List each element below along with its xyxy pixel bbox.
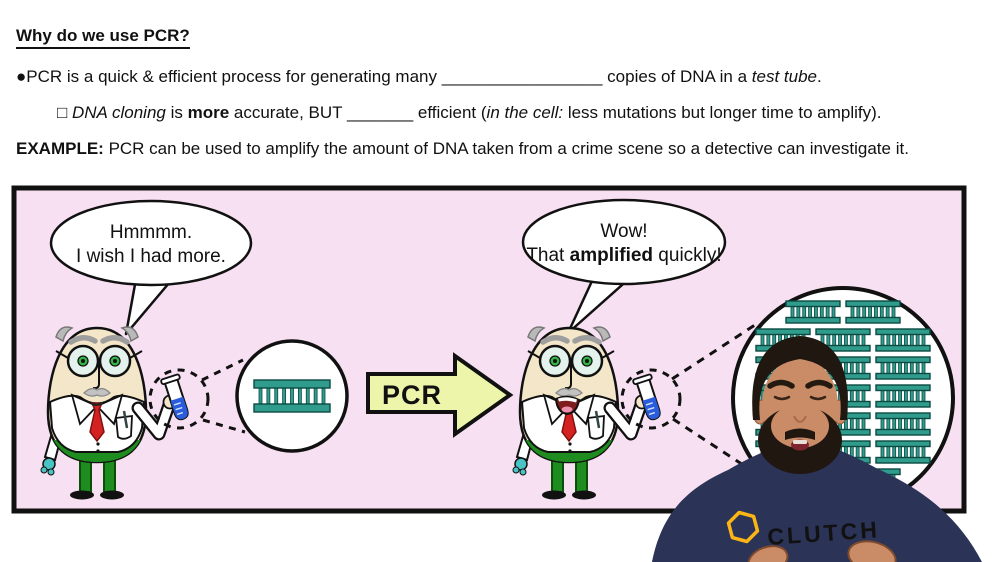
subbullet-line: □ DNA cloning is more accurate, BUT ____…: [57, 102, 882, 123]
dashed-connector: [672, 417, 761, 478]
subbullet-text1: is: [165, 103, 188, 122]
eyebrow: [68, 335, 98, 345]
hair-tuft: [55, 326, 74, 343]
teeth: [558, 397, 577, 403]
tongue: [561, 406, 573, 413]
bullet-italic: test tube: [751, 67, 817, 86]
arm: [133, 400, 174, 439]
square-bullet-icon: □: [57, 103, 72, 122]
pcr-arrow: PCR: [366, 352, 514, 438]
dna-fragment-icon: [845, 300, 901, 324]
glove-finger: [47, 468, 55, 476]
speech-ellipse: [49, 199, 253, 287]
example-label: EXAMPLE:: [16, 139, 104, 158]
coat-lapel: [95, 393, 124, 426]
closed-eye: [809, 395, 827, 401]
bullet-icon: ●: [16, 67, 27, 86]
speech-right-line2: That amplified quickly!: [526, 245, 721, 266]
dna-fragment-icon: [875, 440, 931, 464]
eyebrow: [767, 379, 795, 389]
page-title: Why do we use PCR?: [16, 25, 190, 49]
tube-rim: [160, 373, 181, 385]
pupil: [113, 359, 117, 363]
teeth: [793, 440, 807, 444]
button: [96, 442, 100, 446]
scientist-figure: [40, 326, 210, 500]
nose: [793, 415, 807, 423]
fill-in-blank: _________________: [441, 67, 603, 86]
fill-in-blank-2: _______: [346, 103, 414, 122]
coat-lapel: [70, 393, 99, 426]
dna-sample-group: [253, 379, 331, 413]
glove-finger: [40, 466, 48, 474]
mustache: [785, 428, 815, 440]
dna-fragment-icon: [875, 412, 931, 436]
hand: [747, 545, 789, 562]
bullet-text: PCR is a quick & efficient process for g…: [26, 67, 442, 86]
speech-bubble-right: Wow! That amplified quickly!: [521, 198, 727, 335]
scientist-right-mouth: [554, 395, 581, 416]
glasses-arm: [129, 350, 143, 359]
dashed-connector: [671, 321, 759, 381]
subbullet-text4: less mutations but longer time to amplif…: [563, 103, 882, 122]
speech-ellipse: [521, 198, 727, 286]
glasses-arm: [55, 350, 69, 359]
speech-right-line1: Wow!: [600, 221, 647, 242]
tube-tick: [175, 406, 183, 411]
coat-pocket: [115, 414, 133, 440]
hand: [847, 540, 897, 562]
speech-left-line1: Hmmmm.: [110, 222, 192, 243]
subbullet-bold: more: [187, 103, 230, 122]
tube-tick: [176, 411, 184, 416]
example-line: EXAMPLE: PCR can be used to amplify the …: [16, 138, 909, 159]
eyebrow: [100, 335, 130, 345]
scientist-left-mouth: [91, 401, 104, 406]
button: [96, 449, 100, 453]
example-text: PCR can be used to amplify the amount of…: [103, 139, 909, 158]
subbullet-italic2: in the cell:: [486, 103, 564, 122]
speech-bubble-left: Hmmmm. I wish I had more.: [49, 199, 253, 336]
pcr-arrow-label: PCR: [382, 380, 442, 410]
arrow-shape: [366, 352, 514, 438]
subbullet-text2: accurate, BUT: [229, 103, 347, 122]
mustache: [82, 387, 112, 397]
presenter-shirt: [652, 446, 982, 562]
subbullet-italic1: DNA cloning: [72, 103, 166, 122]
presenter-hair: [752, 336, 848, 420]
dna-fragment-icon: [875, 384, 931, 408]
closed-eye: [773, 395, 791, 401]
foot: [70, 490, 94, 500]
hair-tuft: [120, 326, 139, 343]
dashed-zoom-circle: [148, 368, 210, 430]
subbullet-text3: efficient (: [413, 103, 487, 122]
pen-icon: [122, 410, 129, 429]
test-tube-icon: [160, 373, 189, 421]
speech-left-line2: I wish I had more.: [76, 246, 226, 267]
dna-fragment-icon: [875, 356, 931, 380]
clutch-hexagon-logo: [726, 510, 760, 544]
bullet-text2: copies of DNA in a: [602, 67, 752, 86]
eyebrow: [805, 379, 833, 389]
tube-tick: [173, 402, 181, 406]
pupil: [81, 359, 85, 363]
foot: [100, 490, 124, 500]
bullet-text3: .: [816, 67, 822, 86]
dna-fragment-icon: [253, 379, 331, 413]
presenter-video-overlay: CLUTCH: [652, 336, 982, 562]
bullet-line: ●PCR is a quick & efficient process for …: [16, 66, 822, 87]
dna-fragment-icon: [785, 300, 841, 324]
dna-fragment-icon: [875, 328, 931, 352]
